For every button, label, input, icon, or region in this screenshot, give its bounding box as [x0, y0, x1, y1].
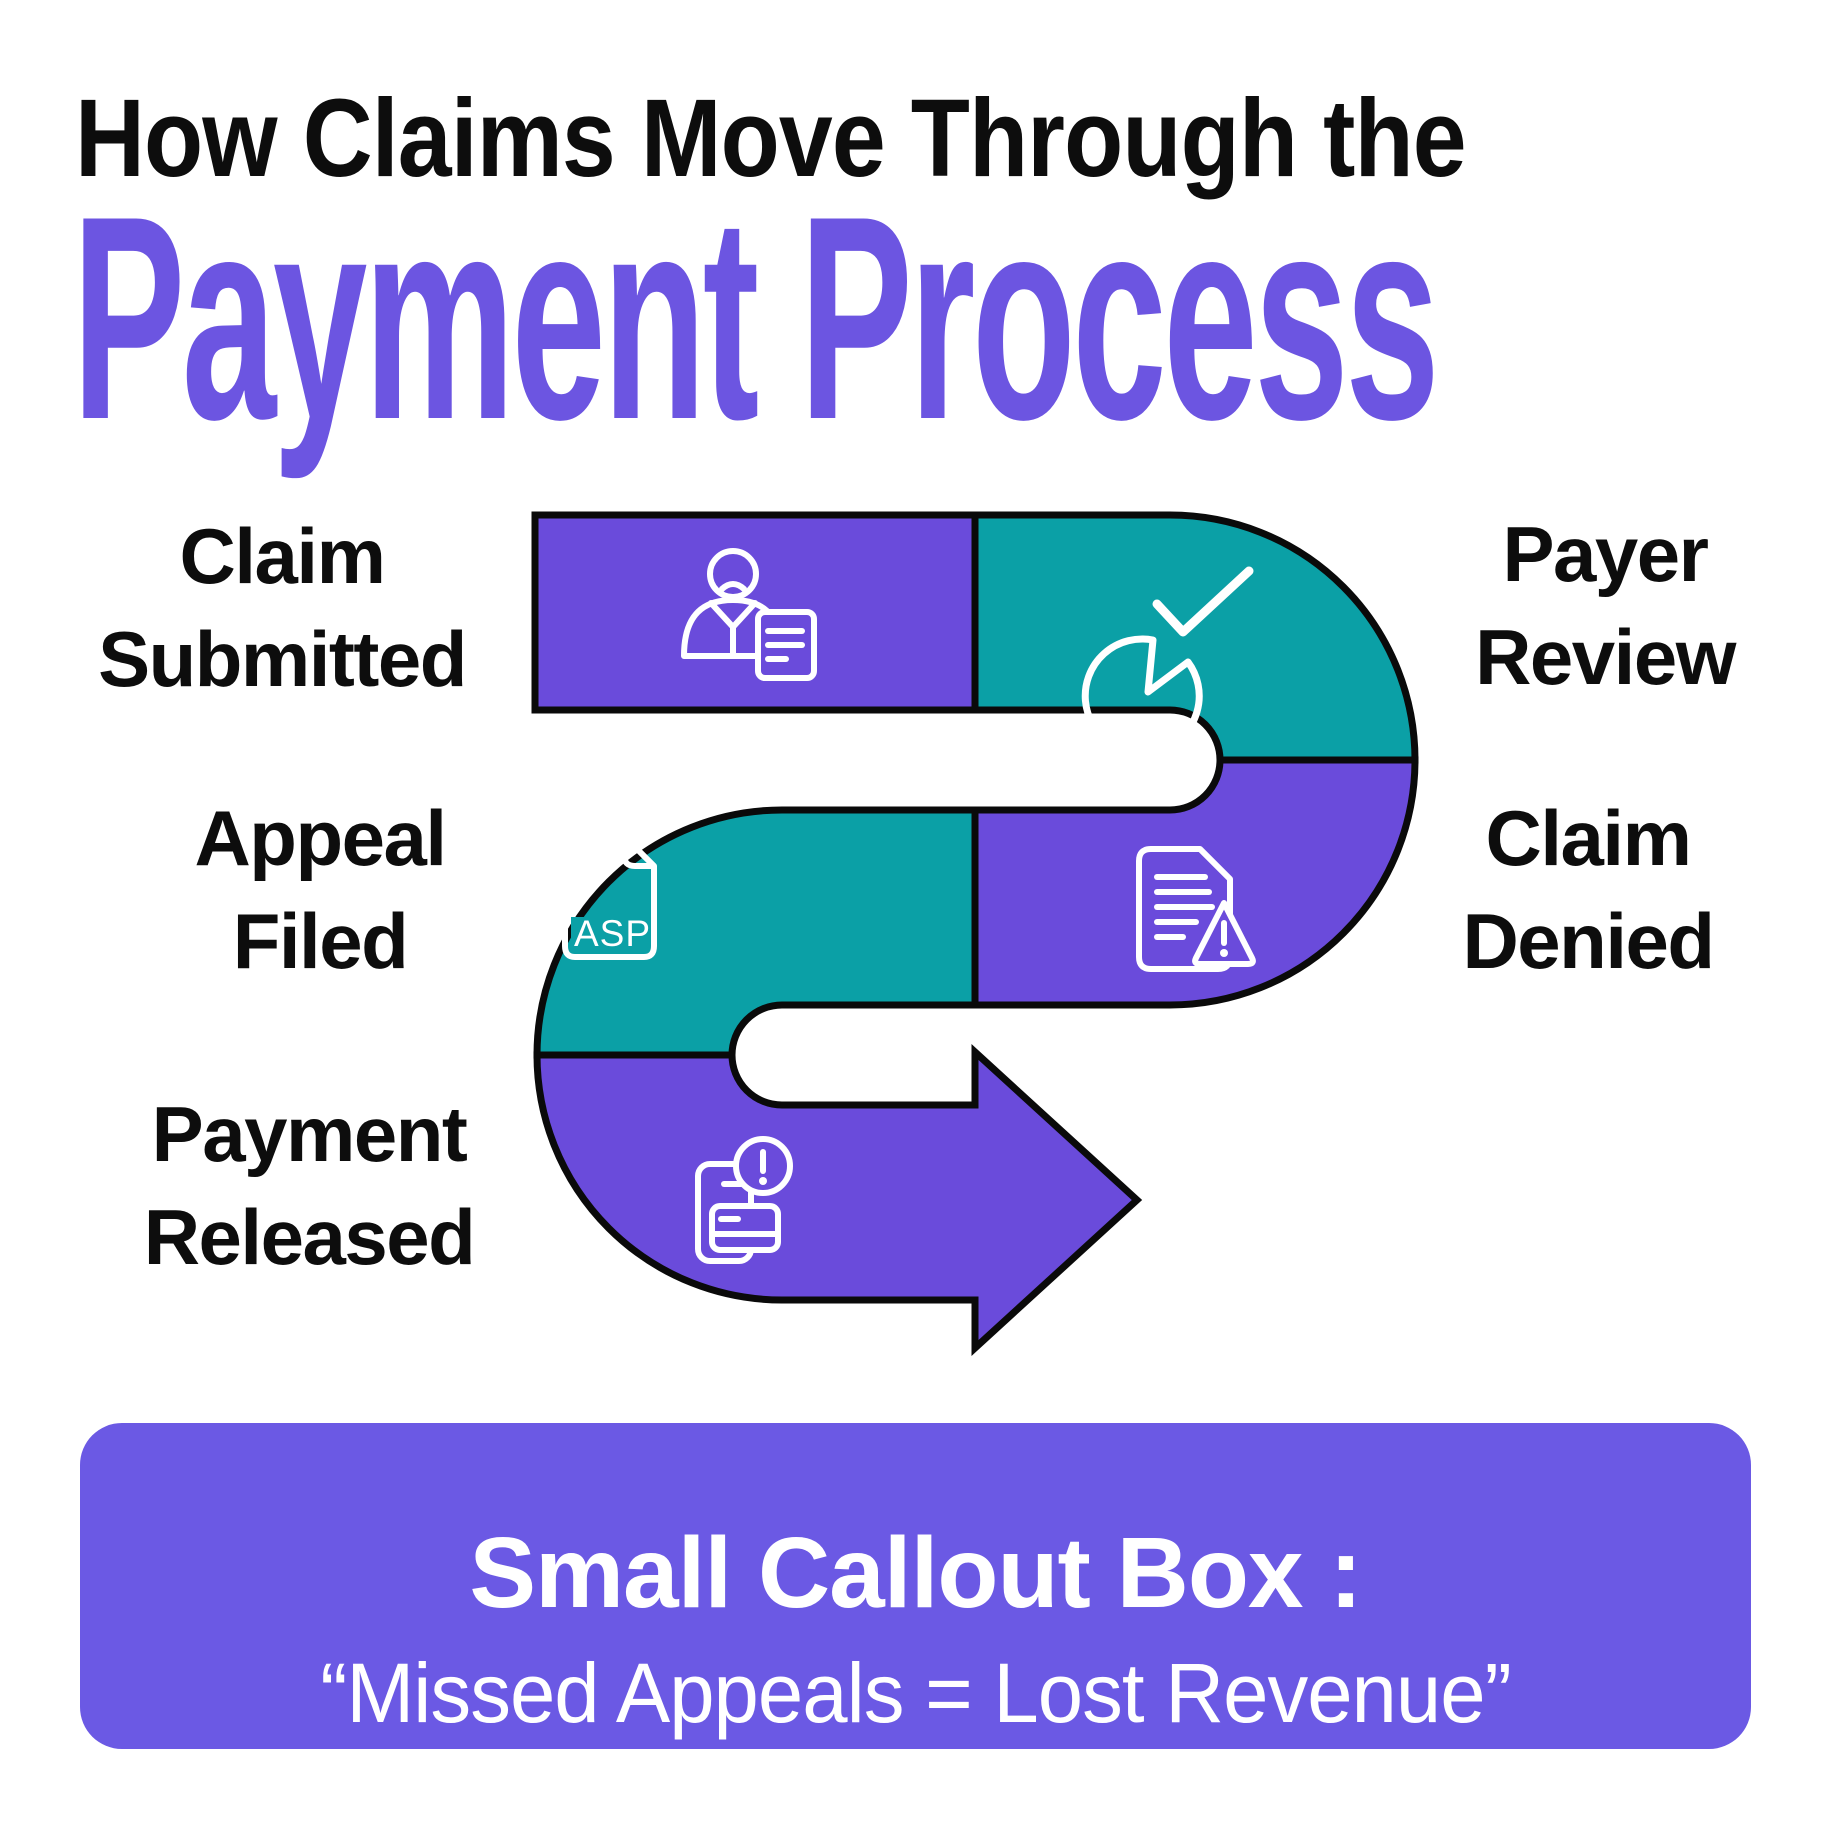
- asp-file-label: ASP: [574, 913, 651, 954]
- step-label-payer-review: Payer Review: [1475, 510, 1736, 701]
- step-label-payment-released: Payment Released: [143, 1090, 476, 1281]
- page-subtitle: Payment Process: [72, 156, 1440, 480]
- segment-claim-submitted: [531, 511, 979, 714]
- checkmark: [1152, 566, 1254, 637]
- segment-claim-denied: [971, 756, 1419, 1009]
- document-warning-icon: [1136, 846, 1256, 972]
- person-frown: [719, 581, 747, 592]
- asp-document: [562, 833, 657, 960]
- person-document-icon: [681, 548, 817, 681]
- step-label-appeal-filed: Appeal Filed: [194, 794, 447, 985]
- speech-bubble: [1081, 635, 1203, 757]
- callout-box: Small Callout Box : “Missed Appeals = Lo…: [80, 1423, 1751, 1749]
- person-head: [707, 548, 759, 600]
- step-label-claim-submitted: Claim Submitted: [98, 512, 467, 703]
- asp-fold: [621, 834, 655, 869]
- invoice-alert-icon: [695, 1136, 793, 1264]
- speech-bubble-check-icon: [1081, 566, 1254, 757]
- segment-payment-released-arrow: [533, 1044, 1143, 1356]
- step-label-claim-denied: Claim Denied: [1462, 794, 1715, 985]
- callout-title: Small Callout Box :: [469, 1517, 1362, 1629]
- callout-quote: “Missed Appeals = Lost Revenue”: [320, 1646, 1512, 1740]
- page-title: How Claims Move Through the: [75, 77, 1467, 200]
- segment-appeal-filed: [533, 806, 979, 1059]
- payment-card: [709, 1203, 781, 1253]
- asp-file-icon: ASP: [562, 833, 657, 960]
